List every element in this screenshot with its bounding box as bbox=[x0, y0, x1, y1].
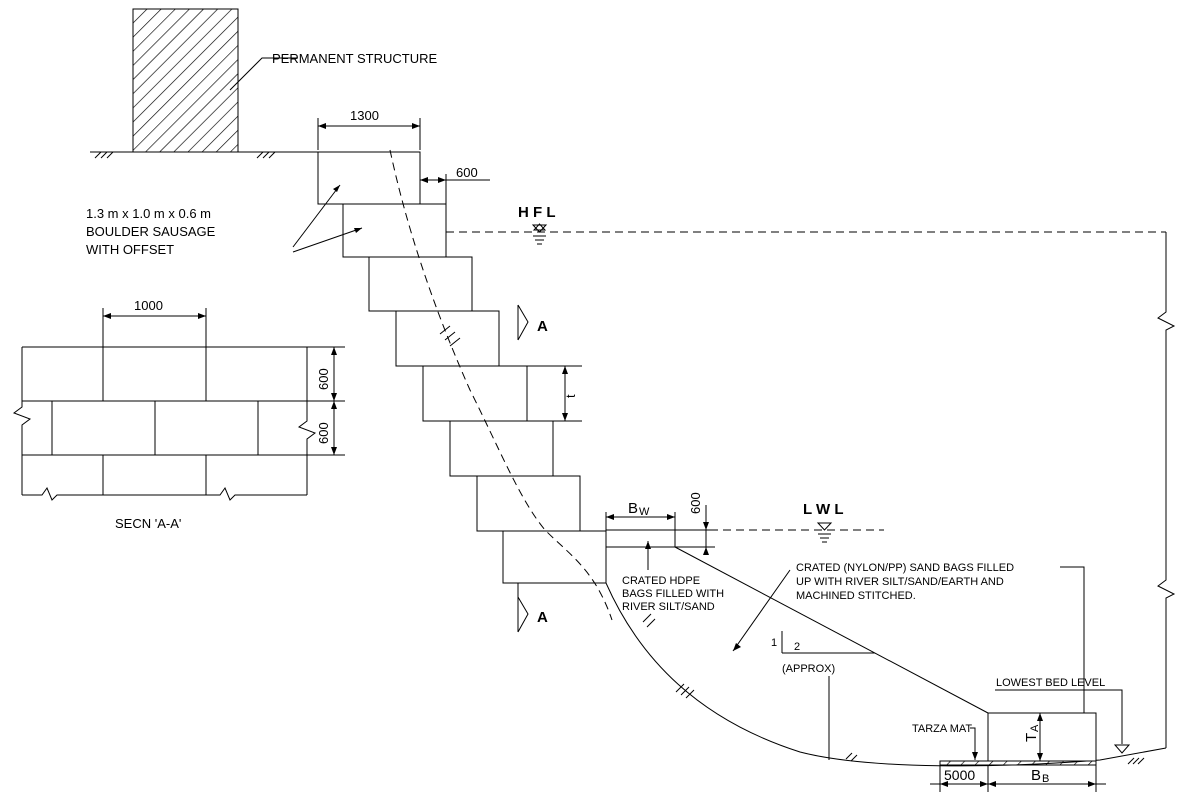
lwl-label: L W L bbox=[803, 501, 844, 518]
sausage-6 bbox=[449, 420, 554, 477]
boulder-sausage-stack bbox=[317, 151, 607, 584]
dim-ta bbox=[1037, 713, 1043, 761]
sausage-5 bbox=[422, 365, 528, 422]
dim-ta-sub: A bbox=[1029, 724, 1041, 732]
dim-bw-label: B bbox=[628, 500, 638, 517]
secn-title: SECN 'A-A' bbox=[115, 516, 181, 531]
sausage-label-line1: 1.3 m x 1.0 m x 0.6 m bbox=[86, 206, 211, 221]
secn-dim-600a-label: 600 bbox=[316, 368, 331, 390]
dim-bb-sub: B bbox=[1042, 773, 1049, 785]
ground-symbol-right bbox=[256, 151, 276, 159]
dim-600-lwl bbox=[675, 505, 715, 555]
nylon-label-line1: CRATED (NYLON/PP) SAND BAGS FILLED bbox=[796, 562, 1014, 574]
dim-bw-sub: W bbox=[639, 506, 650, 518]
hdpe-label-line3: RIVER SILT/SAND bbox=[622, 601, 715, 613]
sausage-label-line2: BOULDER SAUSAGE bbox=[86, 224, 216, 239]
approx-label: (APPROX) bbox=[782, 663, 835, 675]
sausage-8 bbox=[502, 530, 607, 584]
section-mark-bottom bbox=[517, 596, 529, 633]
sausage-7 bbox=[476, 475, 581, 532]
sausage-1 bbox=[317, 151, 421, 205]
hdpe-leader bbox=[645, 541, 651, 570]
hfl-line bbox=[446, 223, 1166, 245]
secn-dim-1000-label: 1000 bbox=[134, 298, 163, 313]
section-mark-top-label: A bbox=[537, 318, 548, 335]
secn-dim-600 bbox=[307, 346, 345, 456]
slope-triangle bbox=[781, 631, 875, 654]
slope-hatch-1 bbox=[439, 325, 461, 347]
hdpe-bag-block bbox=[605, 529, 676, 548]
slope-hatch-2 bbox=[642, 613, 656, 628]
secn-aa-elevation bbox=[12, 346, 317, 501]
slope-hatch-3 bbox=[675, 683, 695, 699]
slope-hatch-5 bbox=[1127, 757, 1145, 765]
sausage-leaders bbox=[292, 184, 363, 253]
dim-bottom bbox=[930, 765, 1106, 792]
nylon-label-line2: UP WITH RIVER SILT/SAND/EARTH AND bbox=[796, 576, 1004, 588]
hdpe-label-line1: CRATED HDPE bbox=[622, 575, 700, 587]
lowest-bed-level-label: LOWEST BED LEVEL bbox=[996, 677, 1105, 689]
sausage-3 bbox=[368, 256, 473, 312]
slope-hatch-4 bbox=[845, 752, 858, 762]
secn-dim-1000 bbox=[102, 308, 207, 347]
dim-t bbox=[527, 365, 582, 422]
slope-2-label: 2 bbox=[794, 641, 800, 653]
hfl-label: H F L bbox=[518, 204, 556, 221]
original-slope-line bbox=[389, 149, 613, 621]
dim-t-label: t bbox=[563, 394, 578, 398]
ground-symbol-left bbox=[94, 151, 114, 159]
dim-600-lwl-label: 600 bbox=[688, 492, 703, 514]
dim-600-offset bbox=[420, 174, 490, 204]
dim-1300 bbox=[317, 118, 421, 150]
hdpe-label-line2: BAGS FILLED WITH bbox=[622, 588, 724, 600]
secn-dim-600b-label: 600 bbox=[316, 422, 331, 444]
permanent-structure-label: PERMANENT STRUCTURE bbox=[272, 51, 437, 66]
sausage-label-line3: WITH OFFSET bbox=[86, 242, 174, 257]
dim-bw bbox=[605, 512, 676, 530]
nylon-label-line3: MACHINED STITCHED. bbox=[796, 590, 916, 602]
lowest-bed-level-marker bbox=[995, 689, 1131, 754]
dim-bb-label: B bbox=[1031, 767, 1041, 784]
right-vertical-line bbox=[1157, 232, 1176, 748]
permanent-structure bbox=[90, 8, 318, 159]
dim-600-offset-label: 600 bbox=[456, 165, 478, 180]
section-mark-bottom-label: A bbox=[537, 609, 548, 626]
dim-ta-label: T bbox=[1023, 733, 1040, 742]
section-mark-top bbox=[517, 304, 529, 341]
tarza-mat bbox=[939, 760, 1097, 766]
dim-1300-label: 1300 bbox=[350, 108, 379, 123]
dim-5000-label: 5000 bbox=[944, 767, 975, 783]
tarza-mat-label: TARZA MAT bbox=[912, 723, 972, 735]
tarza-mat-leader bbox=[970, 727, 978, 760]
slope-1-label: 1 bbox=[771, 637, 777, 649]
